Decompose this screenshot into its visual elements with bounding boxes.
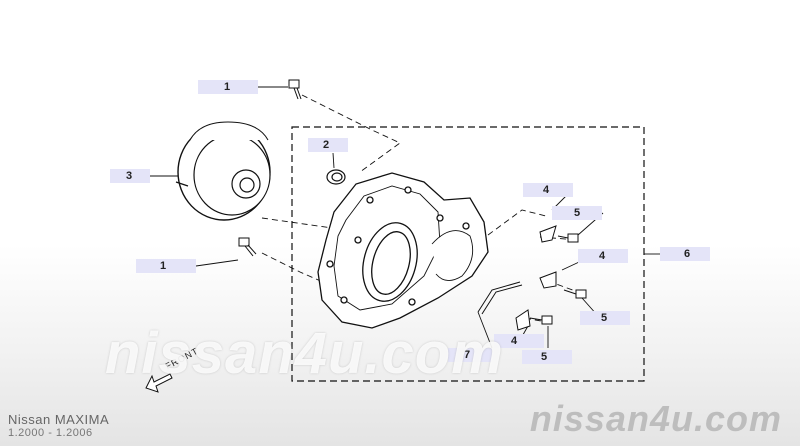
callout-5-bolt-lower: 5 [522,350,572,364]
callout-5-bolt-middle: 5 [580,311,630,325]
model-years: 1.2000 - 1.2006 [8,427,93,439]
model-name: Nissan MAXIMA [8,412,110,427]
converter-housing-part [317,172,489,329]
watermark-center: nissan4u.com [105,321,504,386]
callout-4-bracket-middle: 4 [578,249,628,263]
callout-7-pipe: 7 [448,348,492,362]
bolt-5-middle-part [563,289,587,299]
bolt-lower-part [238,237,257,257]
pipe-part [477,281,523,315]
bracket-middle-part [539,271,557,289]
front-direction-arrow-icon [145,373,173,393]
bracket-upper-part [539,225,557,243]
torque-converter-part [175,121,271,221]
callout-1-lower-bolt: 1 [136,259,196,273]
callout-6-housing-assembly: 6 [660,247,710,261]
callout-3-torque-converter: 3 [110,169,150,183]
callout-4-bracket-lower: 4 [494,334,544,348]
bracket-lower-part [515,309,531,331]
callout-5-bolt-upper: 5 [552,206,602,220]
bolt-5-upper-part [557,233,579,243]
bolt-upper-part [288,79,302,100]
oil-seal-part [326,169,346,185]
callout-4-bracket-upper: 4 [523,183,573,197]
watermark-corner: nissan4u.com [529,398,782,439]
callout-2-seal: 2 [308,138,348,152]
bolt-5-lower-part [529,315,553,325]
callout-1-upper-bolt: 1 [198,80,258,94]
